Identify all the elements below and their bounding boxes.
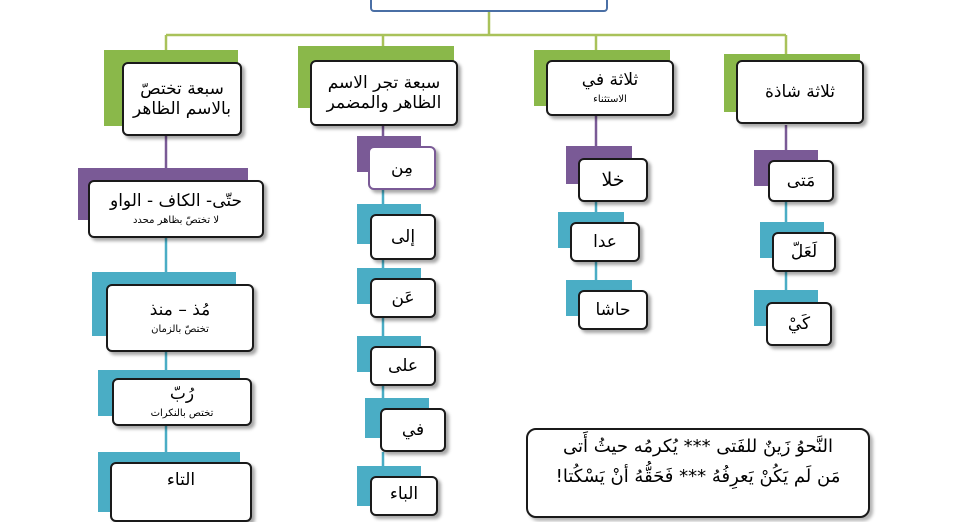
item-title: إلى xyxy=(390,226,416,247)
category-title: سبعة تجر الاسم xyxy=(327,72,441,93)
item-title: لَعَلّ xyxy=(790,241,818,262)
category-title: ثلاثة في xyxy=(581,70,639,91)
category-box-2: ثلاثة في الاستثناء xyxy=(546,60,674,116)
item-title: مَتى xyxy=(786,170,816,191)
item-title: خلا xyxy=(601,168,625,191)
col3-item-box: مِن xyxy=(368,146,436,190)
col4-item-box: التاء xyxy=(110,462,252,522)
item-title: كَيْ xyxy=(787,313,811,334)
item-title: رُبّ xyxy=(169,384,195,405)
poem-line-1: النَّحوُ زَينٌ للفَتى *** يُكرمُه حيثُ أ… xyxy=(563,436,833,457)
item-title: في xyxy=(401,419,425,440)
category-subtitle: بالاسم الظاهر xyxy=(133,99,231,119)
item-title: عدا xyxy=(593,231,617,252)
col4-item-box: مُذ – منذ تختصّ بالزمان xyxy=(106,284,254,352)
item-note: لا تختصّ بظاهر محدد xyxy=(132,214,220,226)
root-node xyxy=(370,0,608,12)
item-title: عَن xyxy=(391,287,415,308)
item-title: على xyxy=(388,355,418,376)
item-note: تختص بالنكرات xyxy=(150,407,214,419)
col4-item-box: حتّى- الكاف - الواو لا تختصّ بظاهر محدد xyxy=(88,180,264,238)
col4-item-box: رُبّ تختص بالنكرات xyxy=(112,378,252,426)
item-title: مُذ – منذ xyxy=(149,300,211,321)
item-title: حاشا xyxy=(595,299,631,320)
col1-item-box: لَعَلّ xyxy=(772,232,836,272)
col3-item-box: عَن xyxy=(370,278,436,318)
item-note: تختصّ بالزمان xyxy=(151,323,209,335)
col3-item-box: إلى xyxy=(370,214,436,260)
col3-item-box: في xyxy=(380,408,446,452)
item-title: مِن xyxy=(390,157,414,178)
col2-item-box: عدا xyxy=(570,222,640,262)
col3-item-box: الباء xyxy=(370,476,438,516)
item-title: التاء xyxy=(166,470,196,490)
category-box-3: سبعة تجر الاسم الظاهر والمضمر xyxy=(310,60,458,126)
col2-item-box: حاشا xyxy=(578,290,648,330)
category-title: ثلاثة شاذة xyxy=(764,81,836,102)
category-subtitle: الظاهر والمضمر xyxy=(326,93,442,113)
item-title: الباء xyxy=(389,484,419,504)
col1-item-box: مَتى xyxy=(768,160,834,202)
category-box-1: ثلاثة شاذة xyxy=(736,60,864,124)
col1-item-box: كَيْ xyxy=(766,302,832,346)
category-title: سبعة تختصّ xyxy=(140,78,224,99)
poem-line-2: مَن لَم يَكُنْ يَعرِفُهُ *** فَحَقُّهُ أ… xyxy=(555,466,841,487)
col2-item-box: خلا xyxy=(578,158,648,202)
col3-item-box: على xyxy=(370,346,436,386)
poem-box: النَّحوُ زَينٌ للفَتى *** يُكرمُه حيثُ أ… xyxy=(526,428,870,518)
item-title: حتّى- الكاف - الواو xyxy=(110,191,242,212)
category-box-4: سبعة تختصّ بالاسم الظاهر xyxy=(122,62,242,136)
category-subtitle: الاستثناء xyxy=(593,93,627,105)
